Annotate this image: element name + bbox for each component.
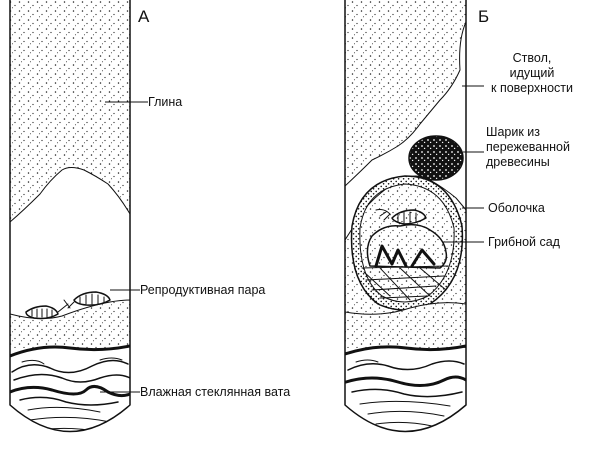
clay-upper-a [10,0,130,222]
termite-pair-b [375,209,427,225]
glass-wool-b [345,344,466,427]
panel-label-a: А [138,7,150,26]
tube-b [344,0,467,433]
tube-a-outline [9,0,131,433]
glass-wool-label: Влажная стеклянная вата [140,385,290,399]
tube-a [9,0,131,433]
label-line: пережеванной [486,140,570,154]
label-line: древесины [486,155,550,169]
clay-lower-b [345,302,466,348]
clay-lower-a [10,300,130,348]
label-line: Ствол, [513,51,552,65]
fungus-garden-b [366,223,448,269]
fungus-garden-label: Грибной сад [488,235,561,249]
panel-label-b: Б [478,7,489,26]
label-line: идущий [510,66,555,80]
wood-ball-b [408,135,464,181]
label-line: Шарик из [486,125,540,139]
reproductive-pair-label: Репродуктивная пара [140,283,265,297]
clay-label: Глина [148,95,182,109]
label-line: к поверхности [491,81,573,95]
shell-label: Оболочка [488,201,545,215]
clay-upper-b [345,0,466,348]
leader-lines [100,85,484,393]
tube-b-outline [344,0,467,433]
glass-wool-a [10,344,130,432]
reproductive-pair-a [25,291,111,320]
